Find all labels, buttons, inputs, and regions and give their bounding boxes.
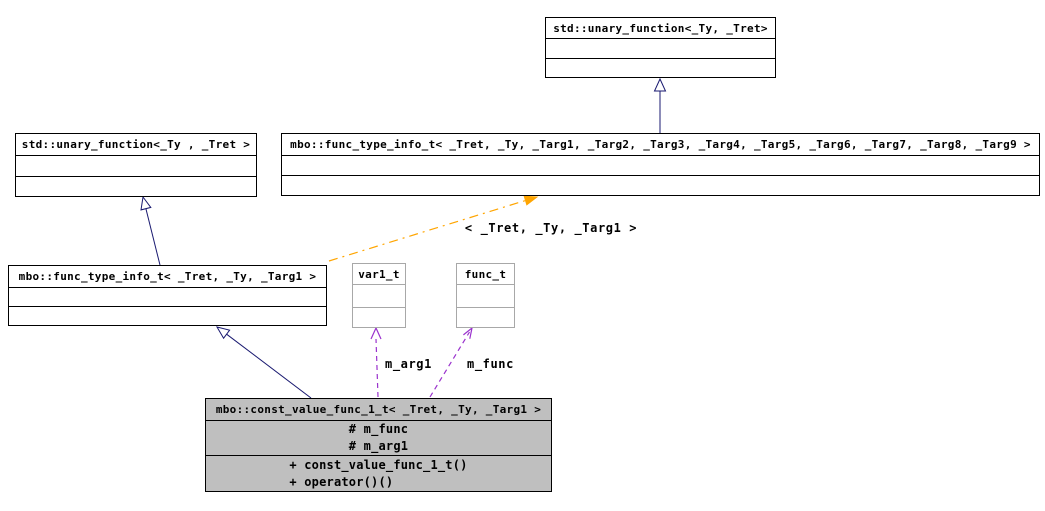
class-node-func-type-info-full[interactable]: mbo::func_type_info_t< _Tret, _Ty, _Targ…: [281, 133, 1040, 196]
class-node-func-type-info-1[interactable]: mbo::func_type_info_t< _Tret, _Ty, _Targ…: [8, 265, 327, 326]
attributes-compartment: [546, 39, 775, 59]
class-name: std::unary_function<_Ty, _Tret>: [546, 18, 775, 39]
method-item: + operator()(): [289, 474, 394, 489]
inheritance-arrowhead-icon: [140, 195, 152, 211]
class-name: std::unary_function<_Ty , _Tret >: [16, 134, 256, 156]
member-edge-label-m-arg1: m_arg1: [385, 357, 432, 372]
attributes-compartment: [282, 156, 1039, 176]
class-node-func-t: func_t: [456, 263, 515, 328]
inheritance-arrowhead-icon: [215, 326, 231, 340]
attribute-item: # m_func: [348, 422, 409, 436]
class-name: mbo::func_type_info_t< _Tret, _Ty, _Targ…: [282, 134, 1039, 156]
attributes-compartment: [353, 285, 405, 308]
attributes-compartment: # m_func # m_arg1: [206, 421, 551, 456]
inheritance-edge-main-to-fti1: [226, 333, 312, 399]
open-arrowhead-icon: [370, 326, 382, 340]
attribute-item: # m_arg1: [348, 439, 409, 453]
class-name: var1_t: [353, 264, 405, 285]
template-arrowhead-icon: [523, 195, 539, 206]
member-edge-m-arg1: [375, 338, 379, 398]
methods-compartment: + const_value_func_1_t() + operator()(): [206, 456, 551, 491]
class-name: mbo::const_value_func_1_t< _Tret, _Ty, _…: [206, 399, 551, 421]
member-edge-m-func: [429, 331, 471, 398]
template-edge-label: < _Tret, _Ty, _Targ1 >: [465, 221, 637, 236]
inheritance-edge-fti1-to-left: [145, 208, 161, 266]
class-node-var1-t: var1_t: [352, 263, 406, 328]
method-item: + const_value_func_1_t(): [289, 457, 468, 472]
inheritance-arrowhead-icon: [653, 77, 667, 92]
class-name: mbo::func_type_info_t< _Tret, _Ty, _Targ…: [9, 266, 326, 288]
attributes-compartment: [457, 285, 514, 308]
class-node-std-unary-function-base[interactable]: std::unary_function<_Ty, _Tret>: [545, 17, 776, 78]
class-node-const-value-func-1-t: mbo::const_value_func_1_t< _Tret, _Ty, _…: [205, 398, 552, 492]
attributes-compartment: [16, 156, 256, 177]
template-instantiation-edge: [328, 199, 526, 262]
class-node-std-unary-function-left[interactable]: std::unary_function<_Ty , _Tret >: [15, 133, 257, 197]
member-edge-label-m-func: m_func: [467, 357, 514, 372]
open-arrowhead-icon: [463, 326, 473, 339]
attributes-compartment: [9, 288, 326, 307]
class-name: func_t: [457, 264, 514, 285]
